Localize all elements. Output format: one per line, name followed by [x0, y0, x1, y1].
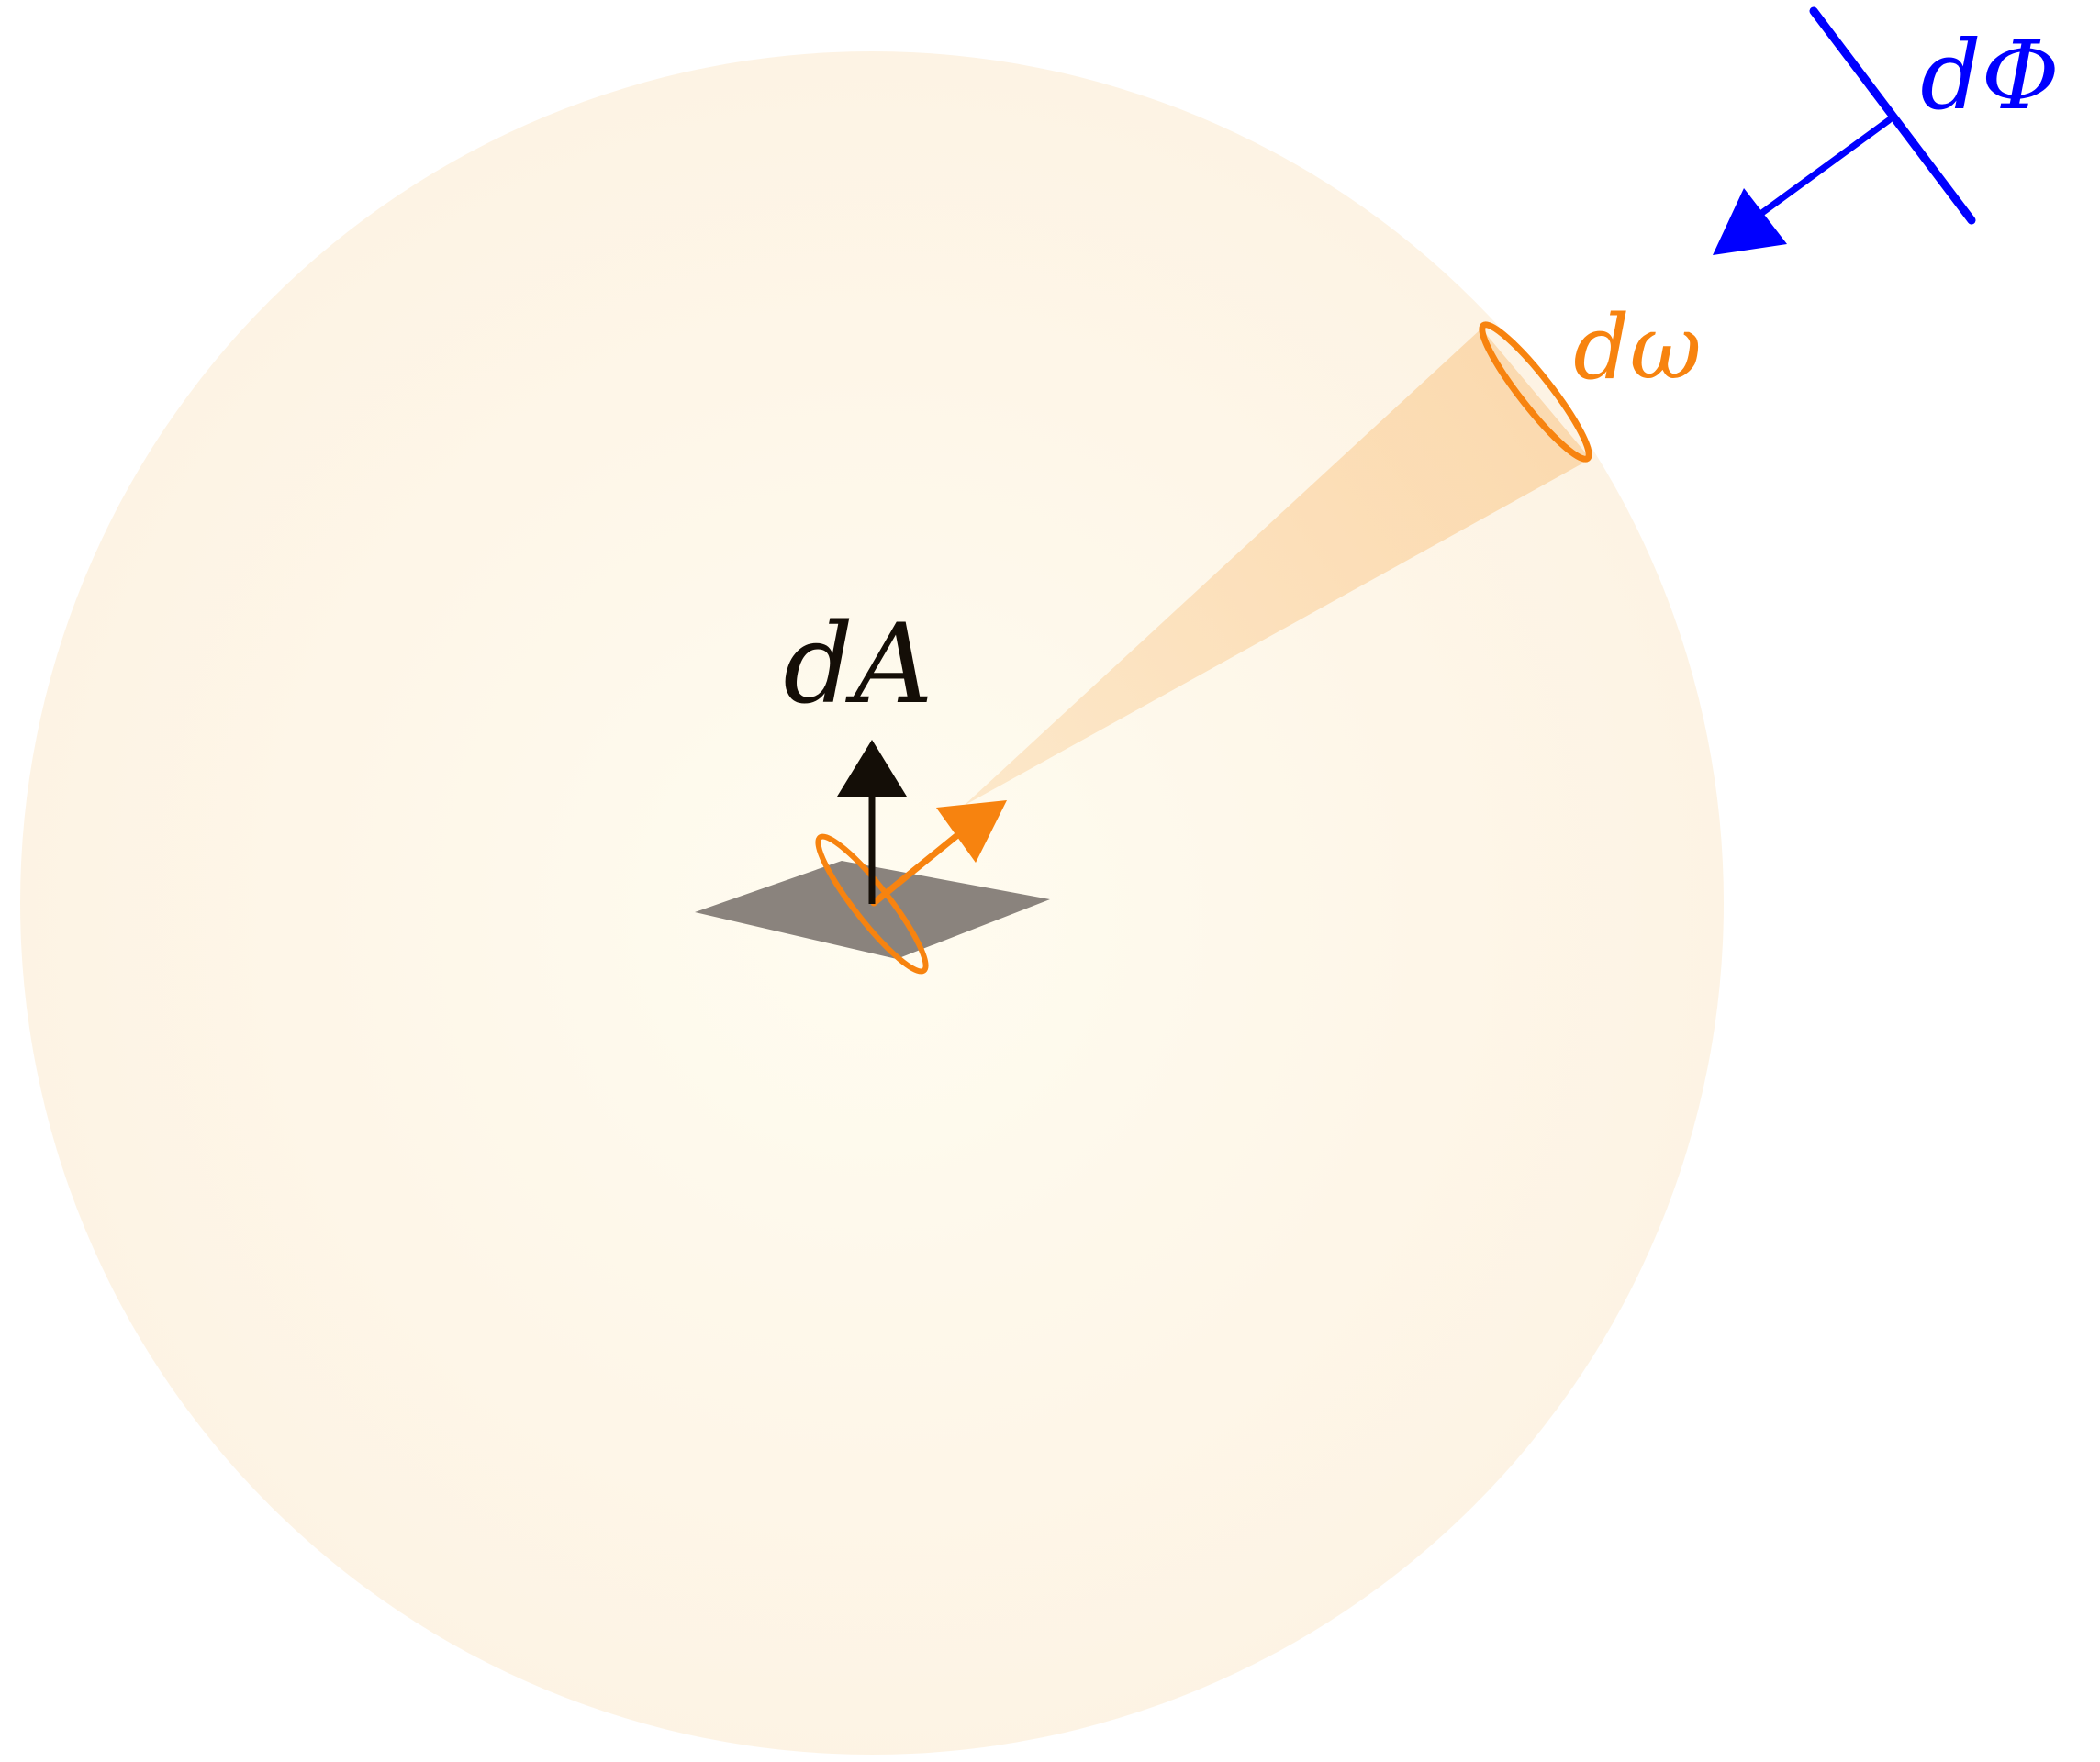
normal-arrowhead — [837, 740, 907, 797]
flux-arrow-shaft — [1746, 117, 1893, 226]
direction-arrow-shaft — [870, 820, 975, 907]
surface-patch — [695, 861, 1050, 959]
flux-bar — [1809, 6, 1976, 225]
solid-angle-cone — [964, 329, 1591, 806]
area-label: dA — [783, 601, 933, 729]
direction-arrowhead — [936, 800, 1007, 863]
solid-angle-label: dω — [1573, 296, 1702, 399]
flux-label: dΦ — [1920, 19, 2060, 131]
flux-arrowhead — [1713, 188, 1787, 255]
solid-angle-ellipse — [1479, 321, 1592, 463]
